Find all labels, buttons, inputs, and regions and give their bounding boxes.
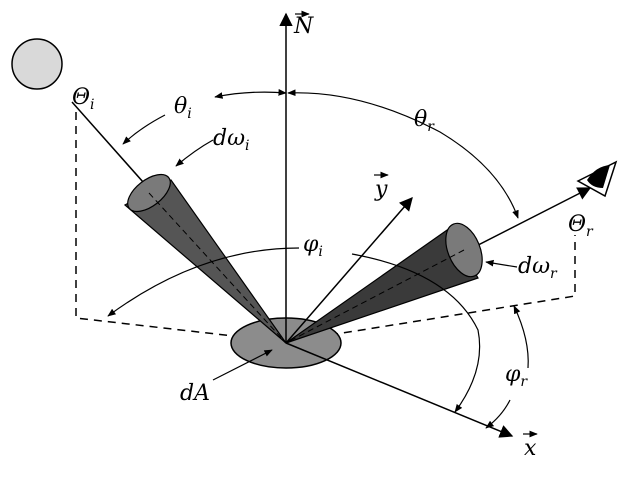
x-axis-label: x [524,436,537,461]
eye-icon [576,160,618,198]
theta-r-label: θr [414,107,435,135]
incident-cone [123,173,287,344]
y-axis-label: y [374,177,388,202]
domega-r-label: dωr [518,254,558,282]
phi-i-arc-right [351,253,481,413]
domega-i-pointer [175,139,214,167]
plane-outline [75,112,576,343]
theta-i-arc [214,89,287,99]
normal-label: N [293,14,314,39]
phi-r-arc-upper [513,305,529,369]
domega-i-label: dωi [213,126,250,154]
Theta-i-label: Θi [72,85,95,113]
y-axis [285,196,413,344]
Theta-r-label: Θr [568,212,594,240]
theta-r-arc [287,89,519,219]
phi-i-label: φi [303,232,323,260]
sun-circle-icon [11,38,63,90]
phi-r-label: φr [505,362,528,390]
phi-i-arc-left [107,247,300,317]
phi-r-arc-lower [485,399,511,429]
dA-pointer [212,349,273,381]
dA-label: dA [180,381,210,406]
theta-i-pointer [122,114,166,145]
reflected-cone [285,222,483,344]
domega-r-pointer [485,259,518,268]
x-axis [285,342,514,438]
theta-i-label: θi [174,94,192,122]
